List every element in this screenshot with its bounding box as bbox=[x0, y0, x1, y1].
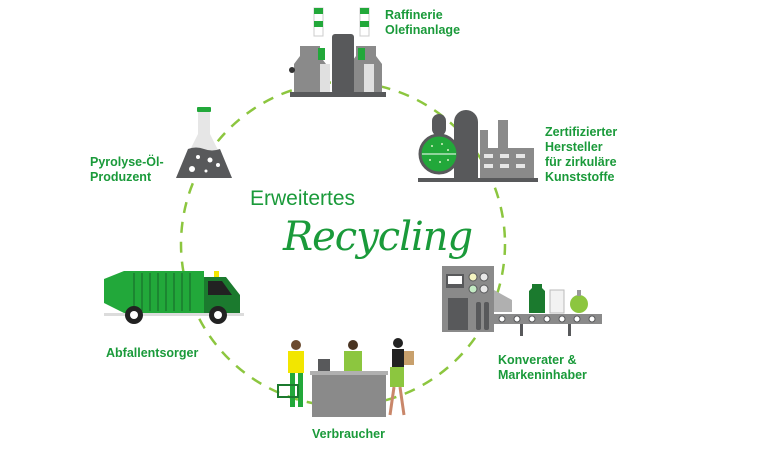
diagram-title-script: Recycling bbox=[283, 214, 473, 260]
factory-icon bbox=[418, 110, 538, 182]
refinery-icon bbox=[289, 7, 386, 97]
stage-label-consumer: Verbraucher bbox=[312, 427, 385, 441]
conveyor-machine-icon bbox=[442, 266, 602, 336]
stage-label-waste: Abfallentsorger bbox=[106, 346, 199, 360]
stage-label-converter: Konverater & Markeninhaber bbox=[498, 353, 587, 382]
stage-label-manufacturer: Zertifizierter Hersteller für zirkuläre … bbox=[545, 125, 618, 184]
stage-label-refinery: Raffinerie Olefinanlage bbox=[385, 8, 461, 37]
flask-icon bbox=[176, 107, 232, 178]
stage-label-pyrolysis: Pyrolyse-Öl- Produzent bbox=[90, 155, 164, 184]
diagram-title: Erweitertes bbox=[250, 187, 356, 210]
garbage-truck-icon bbox=[104, 271, 244, 324]
checkout-shoppers-icon bbox=[277, 338, 414, 417]
